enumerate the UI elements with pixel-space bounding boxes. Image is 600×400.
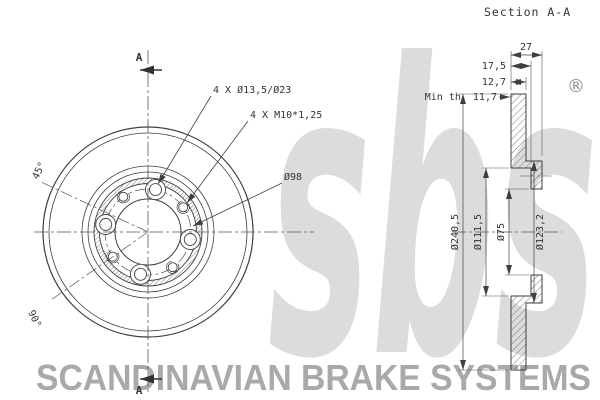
angle-45-label: 45°	[31, 160, 49, 181]
section-marker-bottom-label: A	[136, 384, 143, 397]
dim-hat-depth: 17,5	[482, 61, 506, 72]
watermark: sbs ® SCANDINAVIAN BRAKE SYSTEMS	[36, 0, 598, 400]
bolt-circle-dimension: Ø98	[284, 171, 302, 183]
dim-friction-inner-diameter: Ø111,5	[472, 214, 484, 250]
sbs-logo-watermark: sbs	[268, 0, 598, 400]
dim-bore-diameter: Ø75	[495, 223, 507, 241]
registered-trademark-symbol: ®	[567, 76, 585, 97]
front-centerlines	[34, 50, 314, 392]
dim-outer-diameter: Ø240,5	[449, 214, 461, 250]
thread-hole-callout: 4 X M10*1,25	[250, 110, 322, 121]
callout-leaders	[157, 95, 283, 227]
dim-min-thickness: Min th. 11,7	[425, 92, 497, 103]
dim-thickness: 12,7	[482, 77, 506, 88]
extension-lines	[459, 51, 543, 371]
bolt-holes	[95, 179, 201, 285]
dim-overall-width: 27	[520, 42, 532, 53]
front-view: A A 4 X Ø13,5/Ø23 4 X M10*1,25 Ø98 45° 9…	[25, 50, 322, 397]
section-marker-top-label: A	[136, 51, 143, 64]
section-title: Section A-A	[484, 5, 571, 19]
angle-90-label: 90°	[25, 309, 43, 330]
thread-holes	[106, 190, 190, 274]
dim-hub-diameter: Ø123,2	[534, 214, 546, 250]
company-name-watermark: SCANDINAVIAN BRAKE SYSTEMS	[36, 357, 591, 398]
bolt-hole-callout: 4 X Ø13,5/Ø23	[213, 84, 291, 96]
dimension-lines	[460, 52, 542, 370]
section-cut-marks	[140, 65, 162, 384]
angle-reference-lines	[40, 181, 149, 301]
section-view: Section A-A	[425, 5, 571, 371]
